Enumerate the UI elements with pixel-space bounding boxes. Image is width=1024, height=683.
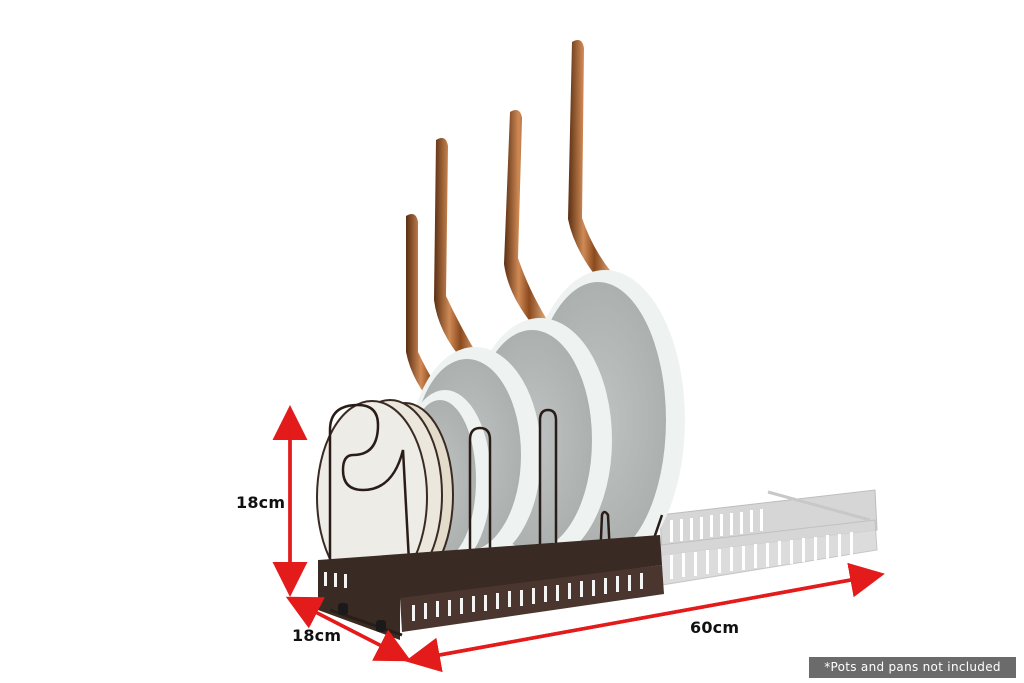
disclaimer-badge: *Pots and pans not included (809, 657, 1016, 678)
height-dimension-label: 18cm (236, 493, 286, 512)
rack-dividers (328, 403, 664, 581)
depth-dimension-label: 18cm (292, 626, 342, 645)
length-dimension-label: 60cm (690, 618, 740, 637)
rack-base (318, 535, 664, 640)
pan-handles (406, 40, 612, 408)
rack-extension (659, 489, 878, 586)
dimension-arrows (272, 405, 885, 673)
